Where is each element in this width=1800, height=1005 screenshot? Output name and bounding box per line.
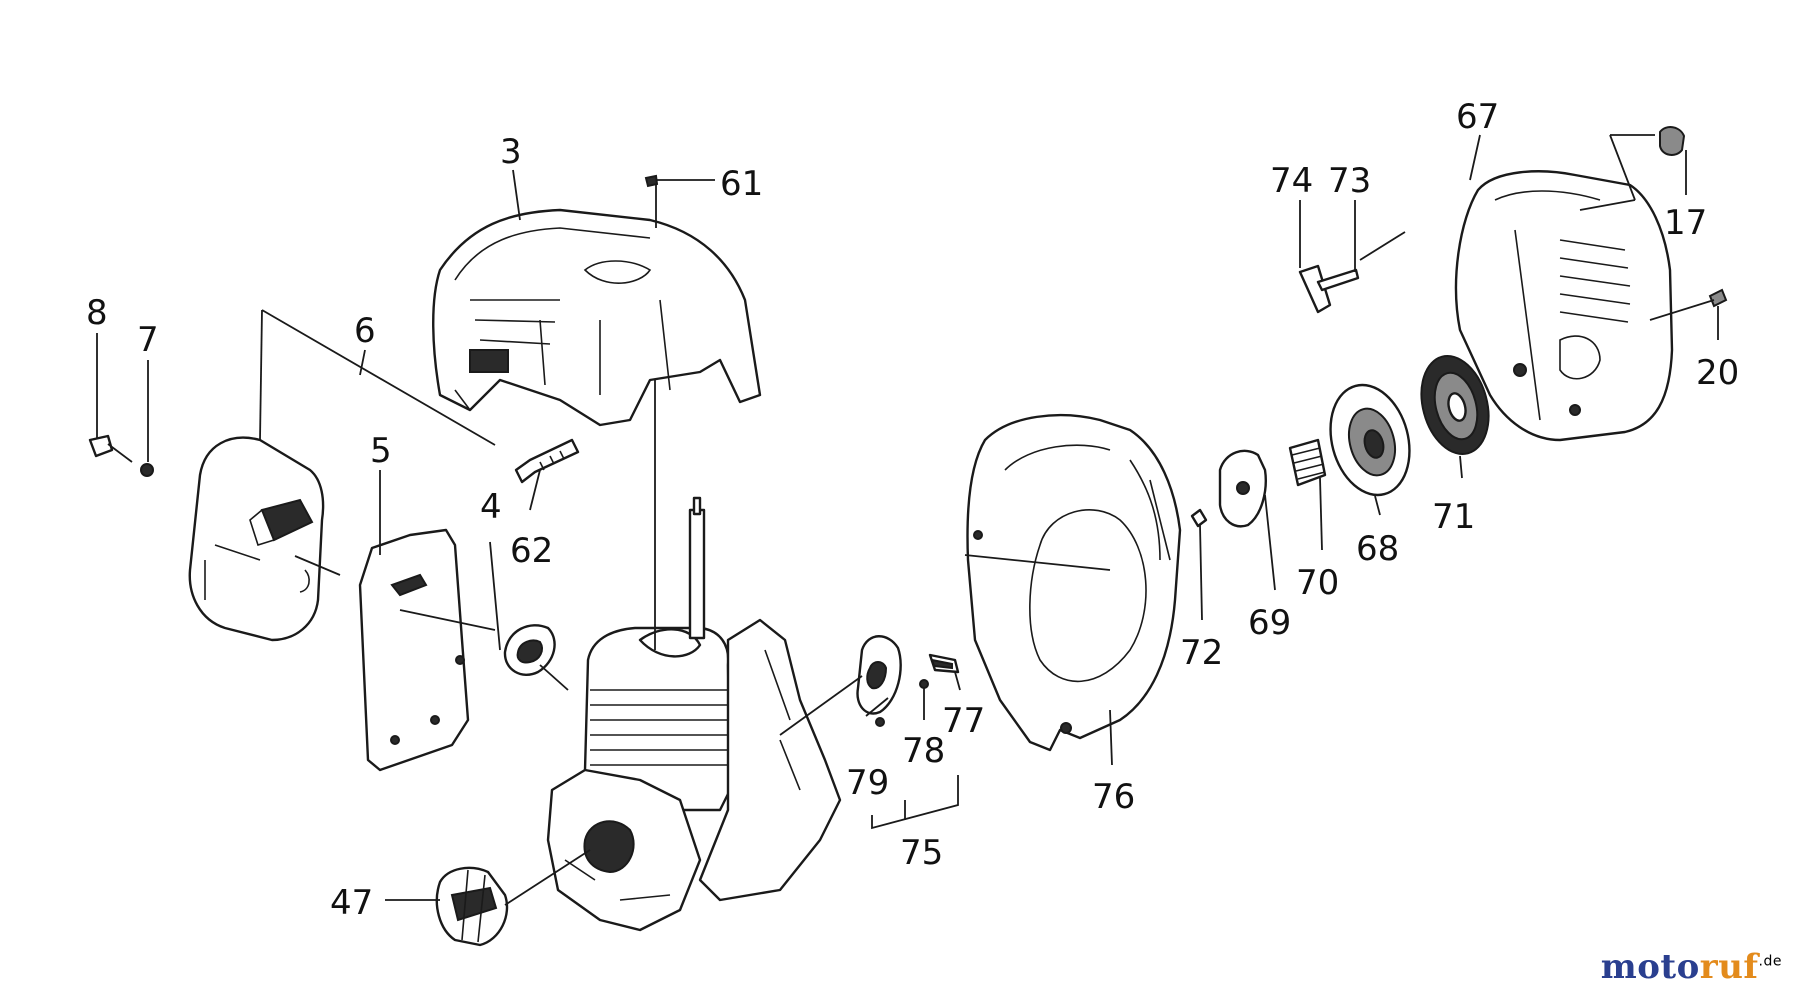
callout-70: 70	[1296, 563, 1339, 603]
callout-62: 62	[510, 531, 553, 571]
callout-3: 3	[500, 132, 522, 172]
starter-housing	[1454, 170, 1674, 442]
callout-72: 72	[1180, 633, 1223, 673]
callout-7: 7	[137, 320, 159, 360]
brand-tld: .de	[1758, 953, 1782, 970]
heat-shield-plate	[358, 528, 470, 772]
recoil-spring	[1420, 354, 1490, 456]
callout-8: 8	[86, 293, 108, 333]
callout-79: 79	[846, 763, 889, 803]
callout-69: 69	[1248, 603, 1291, 643]
callout-4: 4	[480, 487, 502, 527]
callout-61: 61	[720, 164, 763, 204]
washer	[1190, 508, 1208, 528]
callout-47: 47	[330, 883, 373, 923]
callout-68: 68	[1356, 529, 1399, 569]
brand-logo: motoruf.de	[1601, 947, 1782, 987]
cover-screw	[644, 174, 659, 188]
callout-77: 77	[942, 701, 985, 741]
pawl	[928, 653, 960, 674]
muffler	[188, 436, 325, 642]
rope-pulley	[1329, 383, 1411, 497]
fan-housing	[966, 413, 1182, 752]
callout-74: 74	[1270, 161, 1313, 201]
engine-cylinder-crankcase	[546, 496, 842, 932]
starter-handle	[1298, 264, 1360, 314]
callout-20: 20	[1696, 353, 1739, 393]
return-spring	[1288, 438, 1327, 487]
brand-name-part2: ruf	[1699, 947, 1759, 987]
callout-6: 6	[354, 311, 376, 351]
muffler-nut	[140, 463, 154, 477]
starter-pulley-hub	[856, 635, 902, 715]
leader-lines	[96, 134, 1719, 906]
engine-cover	[432, 208, 762, 427]
callout-67: 67	[1456, 97, 1499, 137]
callout-71: 71	[1432, 497, 1475, 537]
muffler-screw	[88, 434, 133, 463]
brand-name-part1: moto	[1600, 947, 1700, 987]
callout-75: 75	[900, 833, 943, 873]
callout-17: 17	[1664, 203, 1707, 243]
callout-78: 78	[902, 731, 945, 771]
ratchet-plate	[1218, 449, 1267, 528]
muffler-gasket	[503, 624, 556, 676]
callout-76: 76	[1092, 777, 1135, 817]
spring-clip	[875, 717, 885, 727]
housing-screw	[1708, 288, 1728, 308]
callout-73: 73	[1328, 161, 1371, 201]
intake-adapter	[435, 866, 509, 947]
cover-bolt	[514, 438, 580, 484]
pawl-screw	[919, 679, 929, 689]
callout-5: 5	[370, 431, 392, 471]
callout-labels: 3 61 8 7 6 5 4 62 47 74 73 67 17 20 71 6…	[86, 97, 1739, 923]
grommet	[1659, 126, 1686, 156]
